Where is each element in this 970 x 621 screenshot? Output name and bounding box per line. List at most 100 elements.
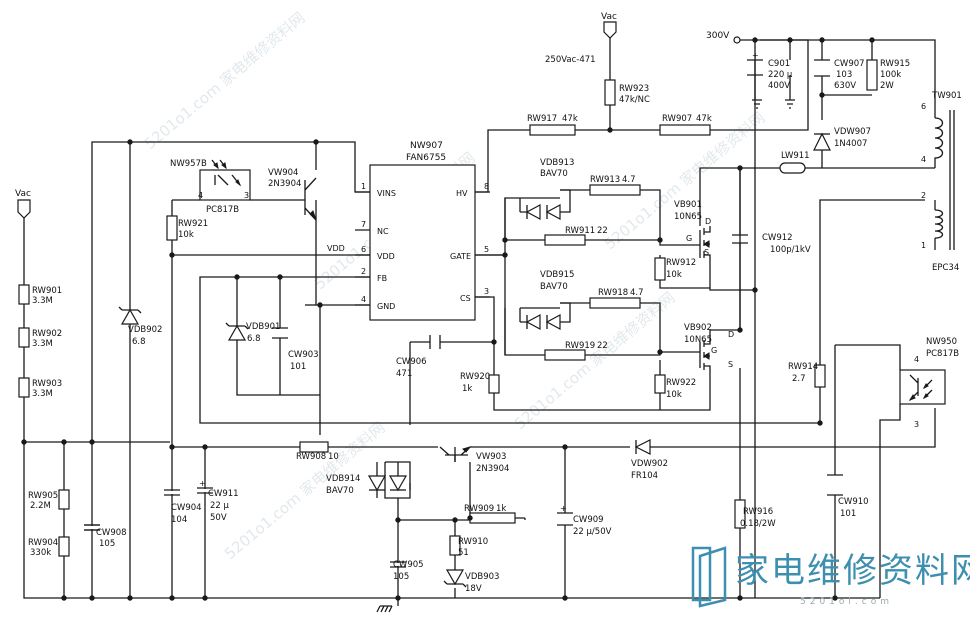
rw905-ref: RW905 (28, 491, 58, 501)
vdb901-value: 6.8 (247, 334, 261, 344)
ic-pin-name: VINS (377, 189, 396, 198)
cw907-voltage: 630V (834, 81, 856, 91)
cw910-value: 101 (840, 509, 856, 519)
rw912-ref: RW912 (666, 258, 696, 268)
ic-pin-name: FB (377, 274, 387, 283)
resistor-rw904 (58, 536, 70, 557)
vb902-pin-d: D (728, 330, 734, 339)
ic-body (369, 164, 476, 321)
tw901-pin: 1 (921, 241, 926, 250)
vb902-value: 10N65 (684, 335, 712, 345)
nw950-pin: 3 (914, 420, 919, 429)
rw923-value: 47k/NC (619, 95, 650, 105)
ic-pin-name: CS (460, 294, 471, 303)
capacitor-cw905 (390, 561, 406, 568)
nw957b-pin: 3 (244, 191, 249, 200)
rw909-value: 1k (496, 504, 506, 514)
vac-terminal-top (603, 21, 617, 39)
vb901-pin-d: D (705, 217, 711, 226)
rw914-ref: RW914 (788, 362, 818, 372)
resistor-rw916 (734, 499, 746, 529)
cw903-ref: CW903 (288, 350, 319, 360)
svg-text:+: + (560, 504, 567, 513)
rw902-value: 3.3M (32, 339, 53, 349)
nw957b-pin: 4 (198, 191, 203, 200)
cw903-value: 101 (290, 362, 306, 372)
resistor-rw902 (18, 327, 30, 348)
rw911-value: 22 (597, 226, 608, 236)
rw901-ref: RW901 (32, 286, 62, 296)
nw950-pin: 4 (914, 355, 919, 364)
tw901-pin: 4 (921, 155, 926, 164)
vdb902-value: 6.8 (132, 337, 146, 347)
vb902-pin-g: G (711, 346, 717, 355)
dual-diode-vdb915 (519, 302, 571, 331)
diode-vdw907 (813, 132, 831, 151)
capacitor-cw907 (814, 59, 830, 77)
rw921-ref: RW921 (178, 219, 208, 229)
vac-top-note: 250Vac-471 (545, 55, 596, 65)
rw908-ref: RW908 (296, 452, 326, 462)
hv-label: 300V (706, 31, 730, 41)
dual-diode-vdb914 (367, 462, 411, 498)
transistors (295, 177, 711, 462)
rw919-value: 22 (597, 341, 608, 351)
cw906-value: 471 (396, 369, 412, 379)
resistor-rw920 (488, 374, 500, 394)
rw915-value: 100k (880, 70, 901, 80)
vw904-ref: VW904 (268, 168, 298, 178)
rw918-value: 4.7 (630, 288, 644, 298)
diode-vdw902 (634, 439, 651, 455)
vw903-value: 2N3904 (476, 464, 509, 474)
ic-pin-num: 8 (484, 182, 489, 191)
vac-terminal-left (17, 199, 31, 219)
watermark-text: 5201o1.com 家电维修资料网 (511, 288, 678, 433)
vdb913-value: BAV70 (540, 169, 568, 179)
ic-pin-num: 4 (361, 295, 366, 304)
cw909-value: 22 μ/50V (573, 527, 612, 537)
resistors (18, 59, 878, 557)
opto-nw957b (199, 159, 251, 201)
nw957b-ref: NW957B (170, 159, 207, 169)
c901-voltage: 400V (768, 81, 790, 91)
nw950-value: PC817B (926, 349, 959, 359)
rw904-ref: RW904 (28, 538, 58, 548)
cw912-value: 100p/1kV (770, 245, 811, 255)
ic-pin-num: 5 (484, 245, 489, 254)
rw910-ref: RW910 (458, 537, 488, 547)
rw923-ref: RW923 (619, 84, 649, 94)
ground-icon (376, 605, 393, 613)
resistor-rw908 (299, 441, 329, 453)
rw910-value: 51 (458, 548, 469, 558)
c901-ref: C901 (768, 59, 790, 69)
vb902-pin-s: S (728, 360, 733, 369)
brand-logo-icon (691, 546, 712, 602)
nw957b-value: PC817B (206, 205, 239, 215)
rw903-value: 3.3M (32, 389, 53, 399)
rw901-value: 3.3M (32, 296, 53, 306)
brand-name: 家电维修资料网 (735, 551, 970, 591)
cw911-voltage: 50V (210, 513, 227, 523)
ground-icon (752, 99, 762, 109)
cw908-ref: CW908 (96, 528, 127, 538)
capacitor-cw903 (272, 327, 288, 339)
vw904-value: 2N3904 (268, 179, 301, 189)
vb901-pin-s: S (704, 248, 709, 257)
capacitor-cw904 (164, 489, 180, 496)
labels: Vac Vac 250Vac-471 300V NW907 FAN6755 1 … (15, 12, 962, 594)
ic-pin-num: 7 (361, 220, 366, 229)
lw911-ref: LW911 (781, 151, 810, 161)
ground-icon (785, 99, 795, 109)
rw912-value: 10k (666, 270, 682, 280)
vdd-net-label: VDD (327, 244, 345, 253)
hv-terminal (733, 36, 741, 44)
ic-part: FAN6755 (406, 153, 446, 163)
capacitor-c901 (747, 59, 763, 76)
vdw907-value: 1N4007 (834, 139, 867, 149)
resistor-rw918 (589, 297, 641, 309)
c901-value: 220 μ (768, 70, 793, 80)
dual-diode-vdb913 (519, 189, 571, 221)
zener-vdb903 (445, 569, 465, 586)
ic-pin-num: 3 (484, 287, 489, 296)
rw908-value: 10 (328, 452, 339, 462)
